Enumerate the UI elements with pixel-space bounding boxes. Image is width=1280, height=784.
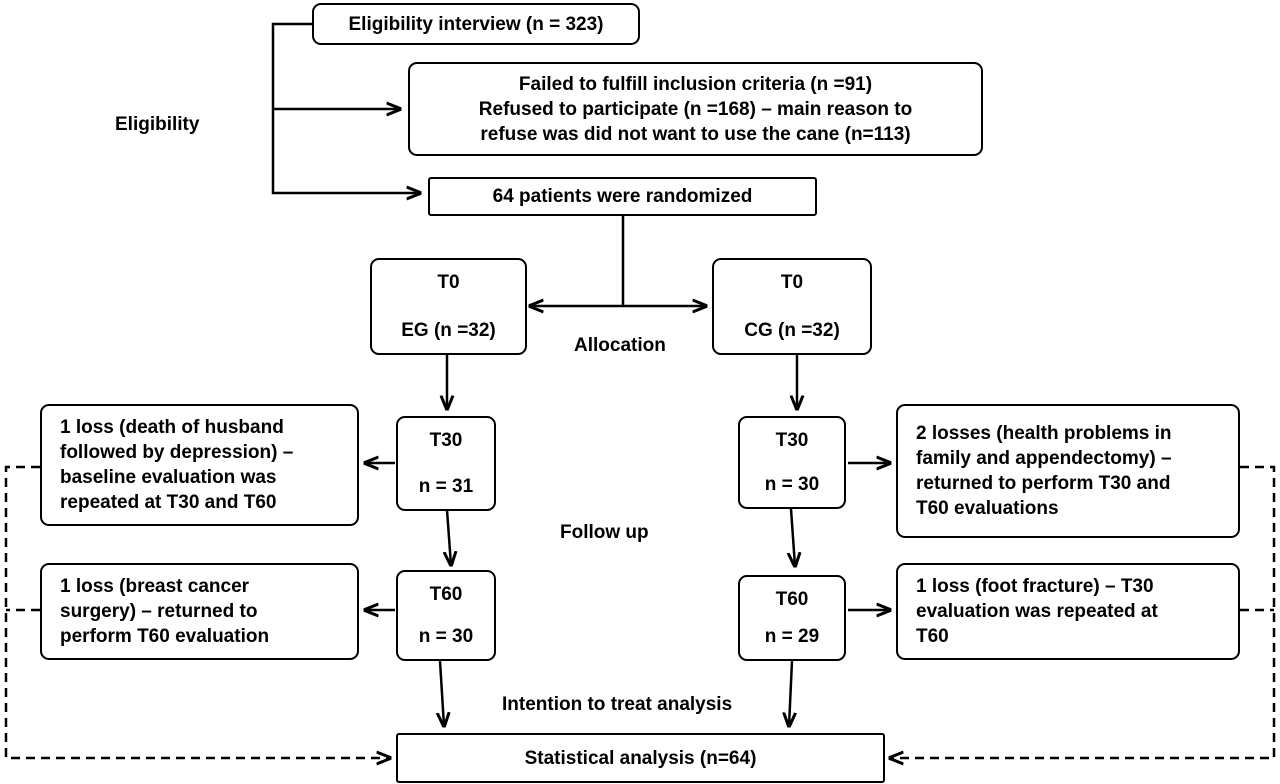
cg-t60-value: n = 29 (764, 626, 820, 647)
excluded-line-3: refuse was did not want to use the cane … (480, 123, 911, 145)
eg-loss-t60-line-3: perform T60 evaluation (60, 626, 270, 647)
cg-t60-stats-arrow (789, 660, 792, 726)
eg-t30-title: T30 (429, 430, 463, 451)
randomized-box: 64 patients were randomized (428, 177, 817, 216)
eligibility-interview-box: Eligibility interview (n = 323) (312, 3, 640, 45)
eg-t60-box: T60 n = 30 (396, 570, 496, 661)
eg-t60-value: n = 30 (418, 626, 474, 647)
cg-t0-value: CG (n =32) (744, 320, 840, 341)
stage-label-allocation: Allocation (574, 335, 666, 356)
cg-t30-value: n = 30 (764, 474, 820, 495)
eg-t30-box: T30 n = 31 (396, 416, 496, 511)
cg-loss-t60-line-2: evaluation was repeated at (916, 601, 1158, 622)
statistical-analysis-box: Statistical analysis (n=64) (396, 733, 885, 783)
stage-label-itt: Intention to treat analysis (502, 694, 733, 715)
eg-loss-t60-box: 1 loss (breast cancer surgery) – returne… (40, 563, 359, 660)
eg-loss-t30-line-3: baseline evaluation was (60, 467, 277, 488)
cg-t30-t60-arrow (791, 508, 795, 566)
cg-loss-t30-line-4: T60 evaluations (916, 498, 1059, 519)
left-dashed-loop (4, 465, 390, 758)
cg-loss-t30-line-1: 2 losses (health problems in (916, 423, 1172, 444)
eg-loss-t30-line-4: repeated at T30 and T60 (60, 492, 277, 513)
cg-loss-t30-box: 2 losses (health problems in family and … (896, 404, 1240, 538)
cg-loss-t60-line-1: 1 loss (foot fracture) – T30 (916, 576, 1154, 597)
stage-label-follow-up: Follow up (560, 522, 649, 543)
cg-t30-title: T30 (775, 430, 809, 451)
stage-label-eligibility: Eligibility (115, 114, 200, 135)
eg-loss-t30-box: 1 loss (death of husband followed by dep… (40, 404, 359, 526)
eg-t60-stats-arrow (440, 660, 444, 726)
right-dashed-loop (890, 465, 1276, 758)
eg-t30-value: n = 31 (418, 476, 474, 497)
randomized-text: 64 patients were randomized (492, 186, 753, 207)
cg-loss-t30-line-3: returned to perform T30 and (916, 473, 1171, 494)
cg-t60-box: T60 n = 29 (738, 575, 846, 661)
eg-loss-t30-line-1: 1 loss (death of husband (60, 417, 284, 438)
excluded-line-2: Refused to participate (n =168) – main r… (478, 98, 913, 120)
eg-t30-t60-arrow (447, 509, 451, 565)
eg-t60-title: T60 (429, 584, 463, 605)
excluded-box: Failed to fulfill inclusion criteria (n … (408, 62, 983, 156)
cg-loss-t60-line-3: T60 (916, 626, 949, 647)
cg-t60-title: T60 (775, 589, 809, 610)
eg-t0-value: EG (n =32) (401, 320, 496, 341)
eligibility-interview-text: Eligibility interview (n = 323) (348, 13, 604, 35)
eg-loss-t30-line-2: followed by depression) – (60, 442, 294, 463)
eg-loss-t60-line-2: surgery) – returned to (60, 601, 258, 622)
cg-t0-box: T0 CG (n =32) (712, 258, 872, 355)
cg-loss-t30-line-2: family and appendectomy) – (916, 448, 1172, 469)
cg-t30-box: T30 n = 30 (738, 416, 846, 509)
eg-t0-title: T0 (437, 272, 460, 293)
cg-t0-title: T0 (780, 272, 804, 293)
cg-loss-t60-box: 1 loss (foot fracture) – T30 evaluation … (896, 563, 1240, 660)
eg-loss-t60-line-1: 1 loss (breast cancer (60, 576, 250, 597)
excluded-line-1: Failed to fulfill inclusion criteria (n … (518, 73, 873, 95)
eg-t0-box: T0 EG (n =32) (370, 258, 527, 355)
statistical-analysis-text: Statistical analysis (n=64) (524, 747, 757, 769)
